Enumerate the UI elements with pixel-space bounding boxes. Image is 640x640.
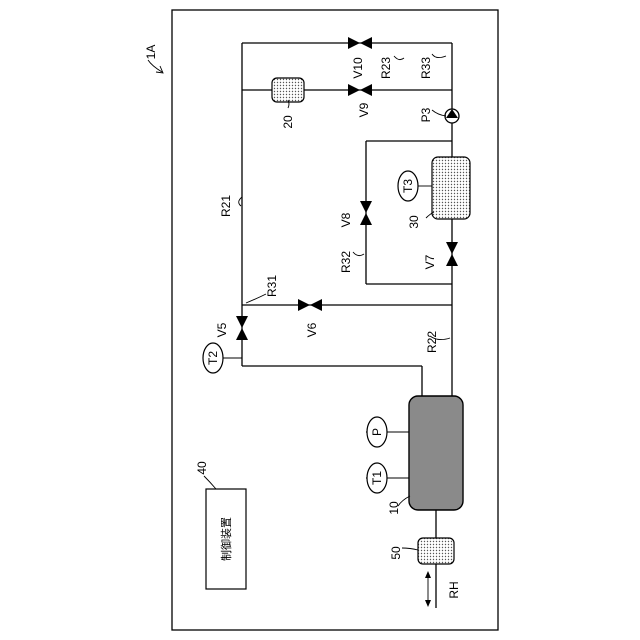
sensor-t2-label: T2 [206, 351, 220, 365]
leader-20 [288, 100, 289, 108]
label-r23: R23 [379, 57, 393, 79]
valve-v8-bottom [360, 213, 372, 225]
label-r31: R31 [265, 275, 279, 297]
svg-text:P: P [370, 428, 384, 436]
valve-v8-top [360, 201, 372, 213]
label-v10: V10 [351, 57, 365, 79]
svg-text:V7: V7 [423, 254, 437, 269]
svg-text:40: 40 [195, 461, 209, 475]
svg-text:T1: T1 [370, 471, 384, 485]
label-v7: V7 [423, 254, 437, 269]
sensor-t3-label: T3 [401, 179, 415, 193]
leader-r23 [394, 56, 404, 60]
label-v6: V6 [305, 322, 319, 337]
label-p3: P3 [419, 107, 433, 122]
sensor-p-label: P [370, 428, 384, 436]
leader-40 [204, 476, 216, 489]
label-v8: V8 [339, 212, 353, 227]
tank-10 [409, 396, 463, 510]
label-r32: R32 [339, 251, 353, 273]
leader-r31 [246, 294, 266, 303]
svg-text:T2: T2 [206, 351, 220, 365]
figure-label-leader [148, 60, 162, 72]
leader-r33 [432, 54, 446, 58]
svg-text:30: 30 [407, 215, 421, 229]
svg-text:20: 20 [281, 115, 295, 129]
svg-text:P3: P3 [419, 107, 433, 122]
valve-v6-right [310, 299, 322, 311]
svg-text:R22: R22 [425, 331, 439, 353]
svg-text:50: 50 [389, 546, 403, 560]
svg-text:V6: V6 [305, 322, 319, 337]
leader-p3 [432, 110, 446, 116]
figure-label: 1A [144, 45, 158, 60]
valve-v10-right [360, 37, 372, 49]
valve-v6-left [298, 299, 310, 311]
unit-50 [418, 538, 454, 564]
sensor-t1-label: T1 [370, 471, 384, 485]
svg-text:制御装置: 制御装置 [219, 517, 233, 561]
valve-v9-left [348, 84, 360, 96]
label-20: 20 [281, 115, 295, 129]
valve-v7-top [446, 242, 458, 254]
svg-text:V8: V8 [339, 212, 353, 227]
label-v5: V5 [215, 322, 229, 337]
svg-text:T3: T3 [401, 179, 415, 193]
svg-text:R31: R31 [265, 275, 279, 297]
valve-v5-bottom [236, 328, 248, 340]
label-30: 30 [407, 215, 421, 229]
unit-30 [432, 157, 470, 219]
svg-text:RH: RH [447, 581, 461, 598]
valve-v10-left [348, 37, 360, 49]
svg-text:10: 10 [387, 501, 401, 515]
rh-arrow-up-icon [425, 571, 431, 578]
unit-20 [272, 78, 304, 102]
label-r21: R21 [219, 195, 233, 217]
label-rh: RH [447, 581, 461, 598]
svg-text:V9: V9 [357, 102, 371, 117]
svg-text:V5: V5 [215, 322, 229, 337]
label-r33: R33 [419, 57, 433, 79]
label-50: 50 [389, 546, 403, 560]
leader-50 [402, 548, 418, 550]
valve-v5-top [236, 316, 248, 328]
svg-text:V10: V10 [351, 57, 365, 79]
controller-text: 制御装置 [219, 517, 233, 561]
valve-v7-bottom [446, 254, 458, 266]
label-v9: V9 [357, 102, 371, 117]
label-40: 40 [195, 461, 209, 475]
svg-text:R32: R32 [339, 251, 353, 273]
leader-r32 [353, 252, 364, 256]
svg-text:R21: R21 [219, 195, 233, 217]
rh-arrow-down-icon [425, 600, 431, 607]
svg-text:1A: 1A [144, 45, 158, 60]
svg-text:R33: R33 [419, 57, 433, 79]
label-10: 10 [387, 501, 401, 515]
valve-v9-right [360, 84, 372, 96]
label-r22: R22 [425, 331, 439, 353]
svg-text:R23: R23 [379, 57, 393, 79]
